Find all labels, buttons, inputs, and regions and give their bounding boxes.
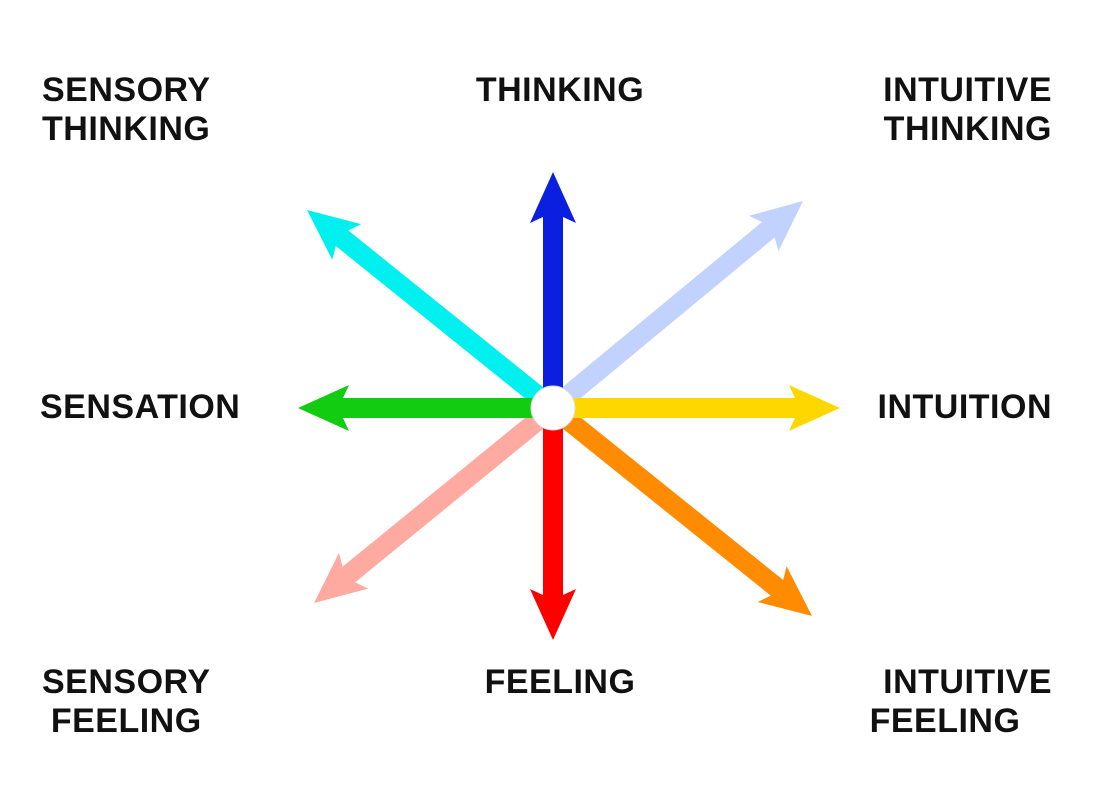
arrow-sensation [298,385,541,431]
label-sensory-thinking: SENSORY THINKING [42,71,211,149]
label-sensation: SENSATION [40,388,240,427]
label-thinking-text: THINKING [475,71,645,109]
label-intuitive-thinking-line1: INTUITIVE [883,71,1052,109]
arrow-sensory-thinking [307,210,550,409]
arrow-intuitive-thinking [555,201,803,408]
label-intuitive-thinking: INTUITIVE THINKING [820,71,1052,149]
arrow-thinking [530,172,576,396]
label-sensory-feeling-line2: FEELING [50,702,202,740]
label-intuition-text: INTUITION [877,388,1052,426]
label-intuitive-thinking-line2: THINKING [883,110,1052,148]
arrow-intuitive-feeling [556,407,812,616]
arrow-intuition [565,385,840,431]
label-sensory-feeling-line1: SENSORY [42,663,211,701]
label-intuitive-feeling: INTUITIVE FEELING [820,663,1052,741]
label-feeling-text: FEELING [484,663,636,701]
arrow-feeling [530,420,576,640]
label-sensory-thinking-line2: THINKING [42,110,211,148]
label-sensory-feeling: SENSORY FEELING [42,663,211,741]
center-hub [530,385,576,431]
label-feeling: FEELING [440,663,680,702]
arrows-layer [298,172,840,640]
label-intuitive-feeling-line2: FEELING [869,702,1021,740]
arrow-sensory-feeling [314,407,550,603]
label-intuitive-feeling-line1: INTUITIVE [883,663,1052,701]
label-sensation-text: SENSATION [40,388,241,426]
label-thinking: THINKING [440,71,680,110]
label-intuition: INTUITION [820,388,1052,427]
label-sensory-thinking-line1: SENSORY [42,71,211,109]
